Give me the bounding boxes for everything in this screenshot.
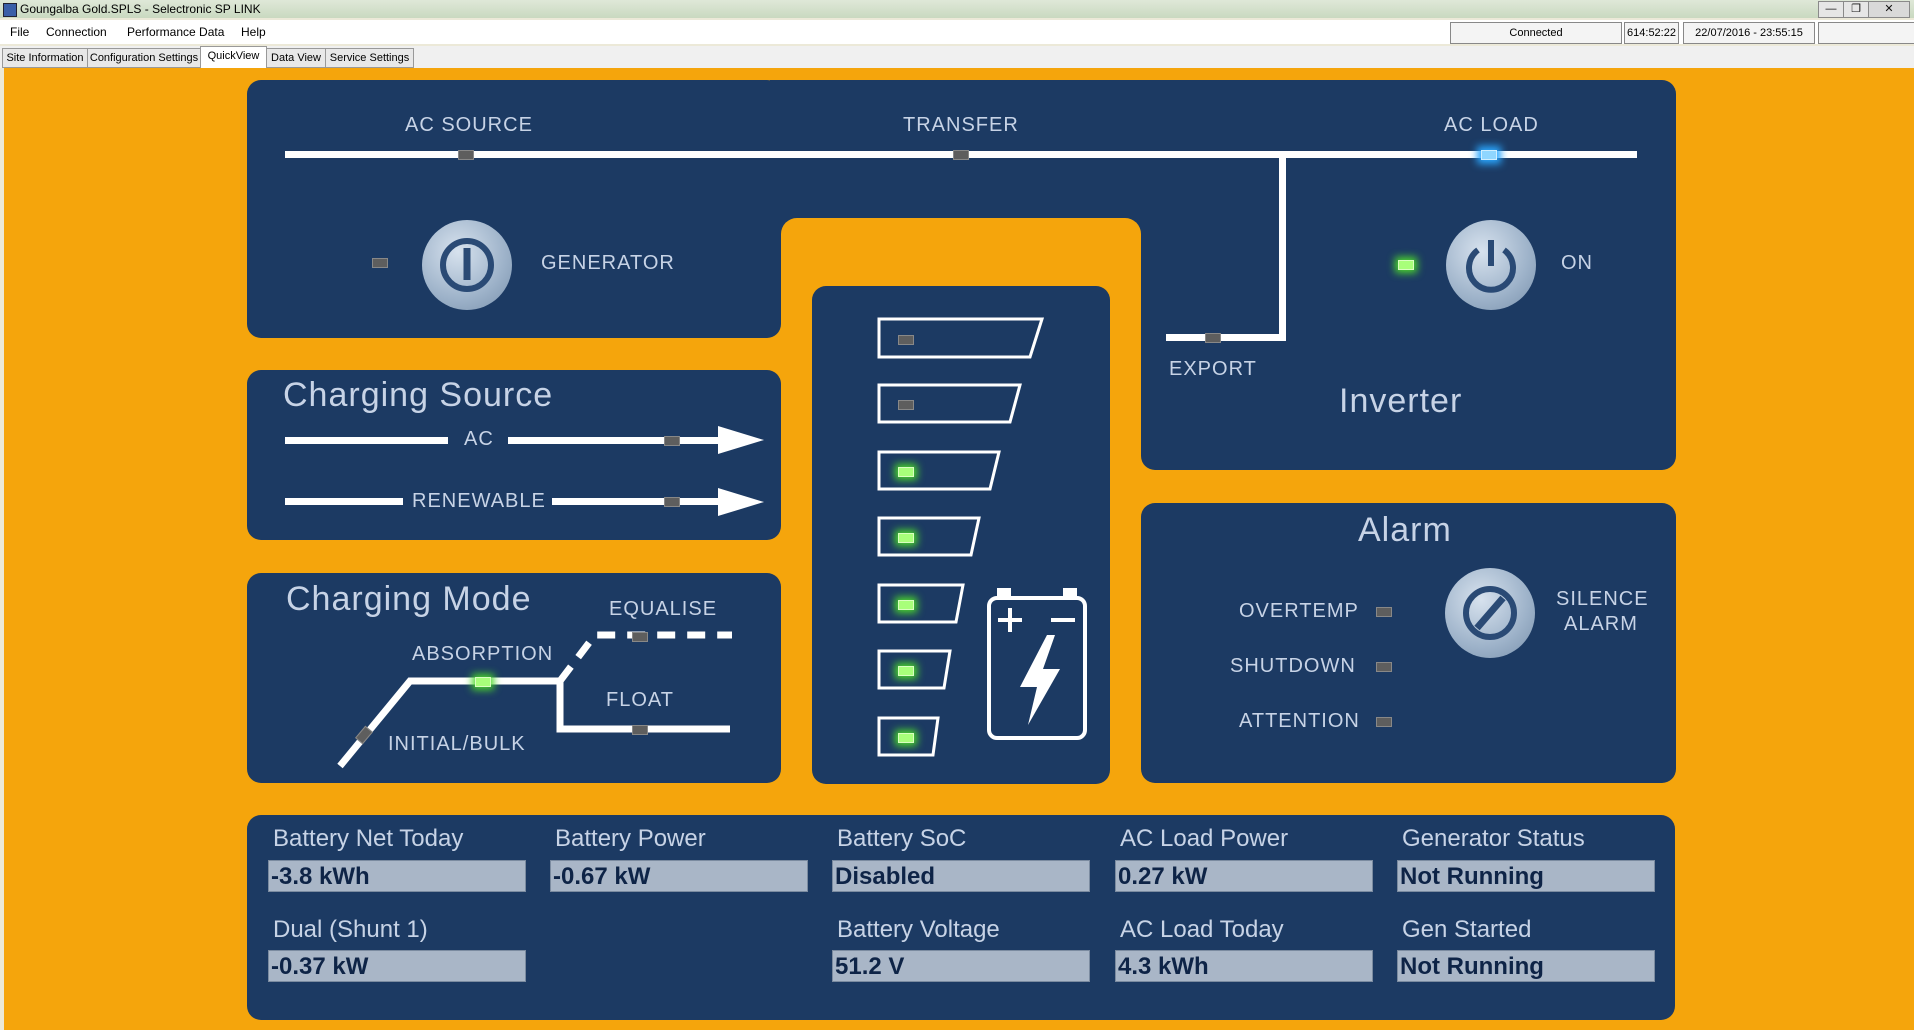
close-button[interactable]: ✕ [1868,1,1910,18]
battery-soc-value: Disabled [832,860,1090,892]
generator-label: GENERATOR [541,252,675,274]
menu-connection[interactable]: Connection [46,25,107,39]
battery-power-label: Battery Power [555,825,706,852]
ac-load-today-value: 4.3 kWh [1115,950,1373,982]
inverter-on-led [1398,260,1414,270]
app-icon [3,3,17,17]
gen-started-label: Gen Started [1402,916,1532,943]
dual-shunt-label: Dual (Shunt 1) [273,916,428,943]
export-label: EXPORT [1169,358,1257,380]
attention-label: ATTENTION [1239,710,1360,732]
battery-level-led-1 [898,733,914,743]
battery-level-led-2 [898,666,914,676]
battery-net-today-value: -3.8 kWh [268,860,526,892]
battery-voltage-label: Battery Voltage [837,916,1000,943]
battery-net-today-label: Battery Net Today [273,825,464,852]
power-icon [440,238,494,292]
arrow-right-icon [718,488,764,516]
equalise-label: EQUALISE [609,598,718,620]
export-led [1205,333,1221,343]
inverter-panel [1141,80,1676,470]
ac-source-panel [247,80,781,338]
overtemp-led [1376,607,1392,617]
arrow-right-icon [718,426,764,454]
export-line-horizontal [1166,334,1286,341]
tab-service-settings[interactable]: Service Settings [325,48,414,68]
power-icon [1466,240,1516,293]
inverter-title: Inverter [1339,382,1463,420]
charging-source-panel [247,370,781,540]
silence-icon [1463,586,1517,640]
battery-level-bars [877,317,1045,757]
menu-file[interactable]: File [10,25,30,39]
menu-help[interactable]: Help [241,25,266,39]
title-bar: Goungalba Gold.SPLS - Selectronic SP LIN… [0,0,1914,18]
ac-load-power-label: AC Load Power [1120,825,1289,852]
alarm-label: ALARM [1564,613,1638,635]
export-line-vertical [1279,151,1286,341]
battery-panel [812,286,1110,784]
battery-level-led-3 [898,600,914,610]
inverter-power-button[interactable] [1446,220,1536,310]
charging-curve [337,631,732,769]
transfer-led [953,150,969,160]
float-label: FLOAT [606,689,674,711]
float-led [632,725,648,735]
tab-data-view[interactable]: Data View [266,48,326,68]
ac-source-label: AC SOURCE [405,114,533,136]
charging-ac-led [664,436,680,446]
tab-quickview[interactable]: QuickView [200,46,267,68]
tab-strip: Site Information Configuration Settings … [0,46,1914,68]
gen-started-value: Not Running [1397,950,1655,982]
charging-source-title: Charging Source [283,376,554,414]
silence-alarm-button[interactable] [1445,568,1535,658]
battery-power-value: -0.67 kW [550,860,808,892]
menu-performance-data[interactable]: Performance Data [127,25,225,39]
attention-led [1376,717,1392,727]
silence-label: SILENCE [1556,588,1649,610]
battery-soc-label: Battery SoC [837,825,967,852]
ac-load-label: AC LOAD [1444,114,1539,136]
dual-shunt-value: -0.37 kW [268,950,526,982]
shutdown-led [1376,662,1392,672]
battery-level-led-5 [898,467,914,477]
shutdown-label: SHUTDOWN [1230,655,1356,677]
charging-mode-title: Charging Mode [286,580,532,618]
inverter-on-label: ON [1561,252,1593,274]
absorption-label: ABSORPTION [412,643,554,665]
charging-renewable-led [664,497,680,507]
ac-load-power-value: 0.27 kW [1115,860,1373,892]
battery-icon [987,588,1087,740]
tab-site-information[interactable]: Site Information [2,48,88,68]
battery-level-led-4 [898,533,914,543]
minimize-button[interactable]: — [1818,1,1844,18]
transfer-label: TRANSFER [903,114,1019,136]
window-title: Goungalba Gold.SPLS - Selectronic SP LIN… [20,2,261,16]
battery-level-led-7 [898,335,914,345]
tab-configuration-settings[interactable]: Configuration Settings [87,48,201,68]
charging-renewable-label: RENEWABLE [412,490,546,512]
datetime-readout: 22/07/2016 - 23:55:15 [1683,22,1815,44]
alarm-title: Alarm [1358,511,1452,549]
initial-bulk-label: INITIAL/BULK [388,733,526,755]
battery-voltage-value: 51.2 V [832,950,1090,982]
ac-source-led [458,150,474,160]
restore-button[interactable]: ❐ [1843,1,1869,18]
equalise-led [632,632,648,642]
overtemp-label: OVERTEMP [1239,600,1359,622]
charging-ac-label: AC [464,428,494,450]
status-cell-empty [1818,22,1914,44]
alarm-panel [1141,503,1676,783]
generator-power-button[interactable] [422,220,512,310]
uptime-readout: 614:52:22 [1624,22,1679,44]
readings-panel [247,815,1675,1020]
ac-load-today-label: AC Load Today [1120,916,1284,943]
generator-led [372,258,388,268]
battery-level-led-6 [898,400,914,410]
generator-status-value: Not Running [1397,860,1655,892]
absorption-led [475,677,491,687]
connection-status: Connected [1450,22,1622,44]
generator-status-label: Generator Status [1402,825,1585,852]
ac-load-led [1481,150,1497,160]
